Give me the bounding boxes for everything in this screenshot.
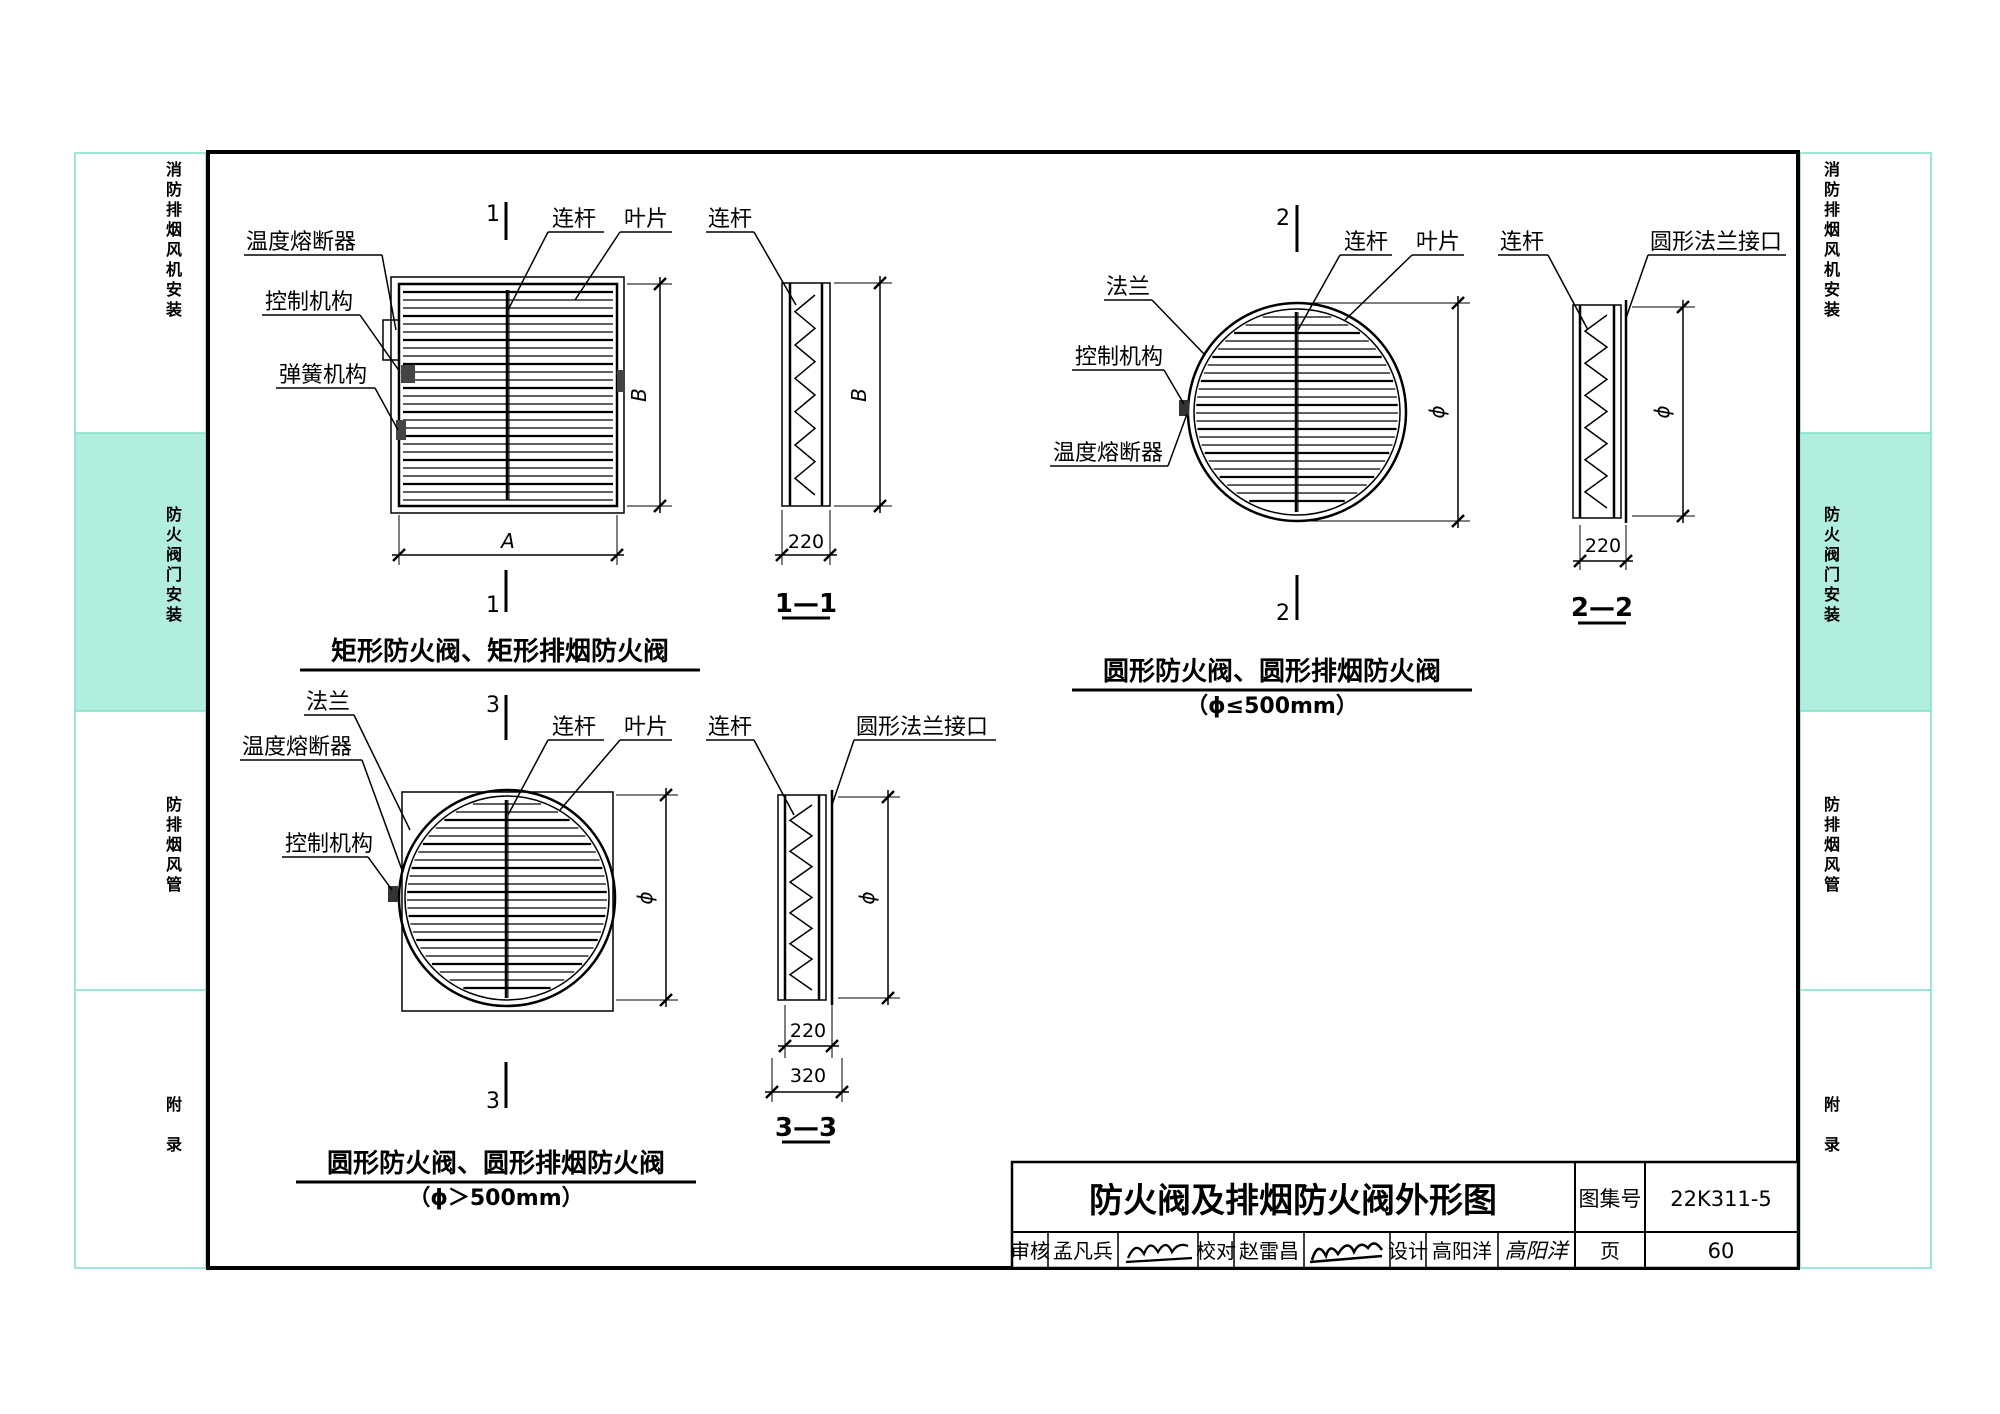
view2-section-dim-phi: ϕ xyxy=(1650,405,1674,418)
view1-section-label-link: 连杆 xyxy=(708,207,752,232)
view2-section-label-link: 连杆 xyxy=(1500,230,1544,255)
view1-label-blade: 叶片 xyxy=(624,207,668,232)
side-tab-right-3[interactable]: 防排烟风管 xyxy=(1824,795,1840,894)
view3-section-name: 3—3 xyxy=(775,1113,837,1143)
linkage-zigzag xyxy=(793,294,817,496)
view2-subtitle: （ϕ≤500mm） xyxy=(1186,694,1358,719)
view2-dim-phi: ϕ xyxy=(1425,405,1449,418)
view1-label-fuse: 温度熔断器 xyxy=(246,230,356,255)
view3-section-dim-depth: 220 xyxy=(790,1020,826,1042)
view2-label-blade: 叶片 xyxy=(1416,230,1460,255)
drawing-border xyxy=(206,150,1800,1270)
view3-labels: 法兰 温度熔断器 控制机构 连杆 叶片 3 3 ϕ 圆形防火阀、圆形排烟防火阀 … xyxy=(240,690,696,1211)
view3-section-mark-top: 3 xyxy=(486,693,500,718)
view3-label-flange: 法兰 xyxy=(306,690,350,715)
view1-section: 连杆 B 220 1—1 xyxy=(706,207,892,620)
tab-highlight-left xyxy=(75,433,206,711)
view1-rect-damper xyxy=(382,276,625,514)
view2-section-dim-depth: 220 xyxy=(1585,535,1621,557)
view2-section-mark-bottom: 2 xyxy=(1276,601,1290,626)
view2-section-label-flange-port: 圆形法兰接口 xyxy=(1650,230,1782,255)
spring-mechanism-symbol xyxy=(396,420,406,440)
view1-dim-a: A xyxy=(499,529,515,553)
view1-section-dim-b: B xyxy=(847,388,871,402)
view3-subtitle: （ϕ＞500mm） xyxy=(408,1186,583,1211)
view1-section-dim-depth: 220 xyxy=(788,531,824,553)
view2-section: 连杆 圆形法兰接口 ϕ 220 2—2 xyxy=(1498,230,1786,625)
view3-label-fuse: 温度熔断器 xyxy=(242,735,352,760)
view3-section-mark-bottom: 3 xyxy=(486,1089,500,1114)
view2-round-damper xyxy=(1179,301,1408,523)
side-tabs-left: 消防排烟风机安装 防火阀门安装 防排烟风管 附录 xyxy=(74,152,207,1269)
view3-section-label-flange-port: 圆形法兰接口 xyxy=(856,715,988,740)
view3-section-dim-phi: ϕ xyxy=(855,891,879,904)
view2-label-link: 连杆 xyxy=(1344,230,1388,255)
view3-label-blade: 叶片 xyxy=(624,715,668,740)
view2-label-fuse: 温度熔断器 xyxy=(1053,441,1163,466)
check-label: 校对 xyxy=(1196,1239,1236,1263)
side-tab-left-1[interactable]: 消防排烟风机安装 xyxy=(165,160,182,319)
view3-section-dim-total: 320 xyxy=(790,1065,826,1087)
tab-highlight-right xyxy=(1800,433,1931,711)
title-block: 防火阀及排烟防火阀外形图 图集号 22K311-5 审核 孟凡兵 校对 赵雷昌 … xyxy=(1010,1160,1800,1270)
checker-signature xyxy=(1309,1242,1384,1264)
side-tab-left-3[interactable]: 防排烟风管 xyxy=(166,795,182,894)
view2-section-name: 2—2 xyxy=(1571,593,1633,623)
view3-section-label-link: 连杆 xyxy=(708,715,752,740)
view2-labels: 法兰 控制机构 温度熔断器 连杆 叶片 2 2 ϕ 圆形防火阀、圆形排烟防火阀 … xyxy=(1050,205,1472,719)
drawing-title: 防火阀及排烟防火阀外形图 xyxy=(1089,1181,1497,1221)
control-mechanism-symbol xyxy=(401,365,415,383)
view2-label-flange: 法兰 xyxy=(1106,275,1150,300)
atlas-number: 22K311-5 xyxy=(1670,1187,1772,1211)
linkage-zigzag xyxy=(1583,314,1609,509)
view3-label-control: 控制机构 xyxy=(285,832,373,857)
view1-section-mark-bottom: 1 xyxy=(486,593,500,618)
view3-control-symbol xyxy=(388,886,398,902)
reviewer-name: 孟凡兵 xyxy=(1053,1239,1113,1263)
side-tab-right-2[interactable]: 防火阀门安装 xyxy=(1823,505,1841,624)
view1-section-mark-top: 1 xyxy=(486,202,500,227)
view3-round-damper xyxy=(388,788,617,1012)
side-tab-left-4[interactable]: 附录 xyxy=(166,1095,182,1154)
view3-section: 连杆 圆形法兰接口 ϕ 220 320 3—3 xyxy=(706,715,996,1144)
view2-section-mark-top: 2 xyxy=(1276,206,1290,231)
view1-labels: 温度熔断器 控制机构 弹簧机构 连杆 叶片 1 1 A B 矩形防火阀、矩形排烟… xyxy=(244,202,700,672)
side-tabs-right: 消防排烟风机安装 防火阀门安装 防排烟风管 附录 xyxy=(1799,152,1932,1269)
view3-label-link: 连杆 xyxy=(552,715,596,740)
atlas-label: 图集号 xyxy=(1579,1187,1642,1211)
reviewer-signature xyxy=(1125,1243,1193,1264)
designer-name: 高阳洋 xyxy=(1432,1239,1492,1263)
checker-name: 赵雷昌 xyxy=(1239,1239,1299,1263)
view1-title: 矩形防火阀、矩形排烟防火阀 xyxy=(331,637,669,667)
view2-label-control: 控制机构 xyxy=(1075,345,1163,370)
view1-label-link: 连杆 xyxy=(552,207,596,232)
view3-dim-phi: ϕ xyxy=(633,891,657,904)
view2-control-symbol xyxy=(1179,400,1189,416)
review-label: 审核 xyxy=(1010,1239,1050,1263)
view1-section-name: 1—1 xyxy=(775,589,837,619)
design-label: 设计 xyxy=(1388,1239,1428,1263)
side-tab-right-4[interactable]: 附录 xyxy=(1824,1095,1840,1154)
page-number: 60 xyxy=(1708,1239,1735,1263)
view2-title: 圆形防火阀、圆形排烟防火阀 xyxy=(1103,657,1441,687)
view1-dim-b: B xyxy=(627,388,651,402)
side-tab-right-1[interactable]: 消防排烟风机安装 xyxy=(1823,160,1840,319)
linkage-zigzag xyxy=(788,804,814,991)
designer-signature: 高阳洋 xyxy=(1505,1239,1571,1263)
view3-title: 圆形防火阀、圆形排烟防火阀 xyxy=(327,1149,665,1179)
side-tab-left-2[interactable]: 防火阀门安装 xyxy=(165,505,183,624)
view1-label-spring: 弹簧机构 xyxy=(279,363,367,388)
page-label: 页 xyxy=(1600,1239,1620,1263)
view1-label-control: 控制机构 xyxy=(265,290,353,315)
